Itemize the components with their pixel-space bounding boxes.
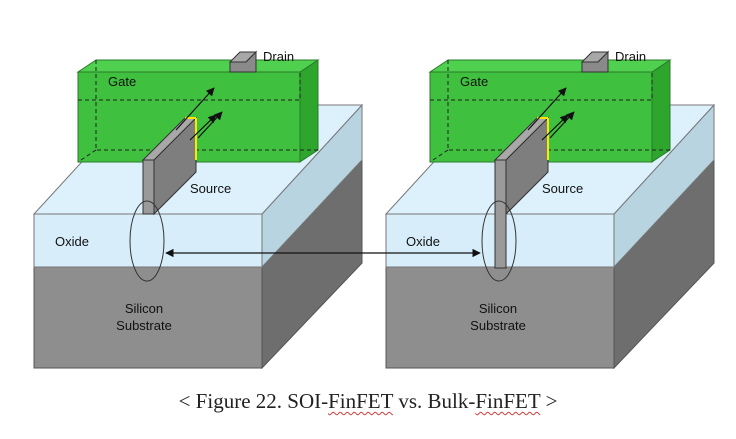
substrate-label-line2: Substrate — [470, 318, 526, 333]
gate-side — [299, 59, 319, 163]
current-arrow — [541, 114, 569, 141]
current-arrow — [189, 114, 217, 141]
gate-top — [76, 59, 320, 73]
substrate-label-line2: Substrate — [116, 318, 172, 333]
figure-caption: < Figure 22. SOI-FinFET vs. Bulk-FinFET … — [0, 389, 736, 414]
fin-base-ellipse — [481, 200, 517, 282]
gate-side — [651, 59, 671, 163]
oxide-label: Oxide — [406, 234, 440, 249]
current-arrow — [549, 111, 575, 139]
drain-label: Drain — [263, 49, 294, 64]
drain-label: Drain — [615, 49, 646, 64]
source-label: Source — [542, 181, 583, 196]
substrate-label-line1: Silicon — [479, 301, 517, 316]
fin-front — [494, 159, 507, 269]
gate-top — [428, 59, 672, 73]
gate-label: Gate — [460, 74, 488, 89]
gate-label: Gate — [108, 74, 136, 89]
caption-middle: vs. Bulk- — [393, 389, 476, 413]
caption-word-finfet-2: FinFET — [475, 389, 541, 413]
caption-word-finfet-1: FinFET — [328, 389, 394, 413]
source-label: Source — [190, 181, 231, 196]
caption-suffix: > — [540, 389, 558, 413]
oxide-label: Oxide — [55, 234, 89, 249]
fin-drain — [229, 50, 257, 73]
fin-base-ellipse — [129, 200, 165, 282]
current-arrow — [197, 111, 223, 139]
current-arrow — [527, 87, 567, 131]
fin-front — [142, 159, 155, 215]
fin-side — [153, 116, 197, 216]
bulk-finfet-diagram: Drain Gate Source Oxide Silicon Substrat… — [384, 49, 716, 370]
caption-prefix: < Figure 22. SOI- — [178, 389, 329, 413]
current-arrow — [175, 87, 215, 131]
fin-side — [505, 116, 549, 216]
fin-drain — [581, 50, 609, 73]
soi-finfet-diagram: Drain Gate Source Oxide Silicon Substrat… — [32, 49, 364, 370]
substrate-label-line1: Silicon — [125, 301, 163, 316]
